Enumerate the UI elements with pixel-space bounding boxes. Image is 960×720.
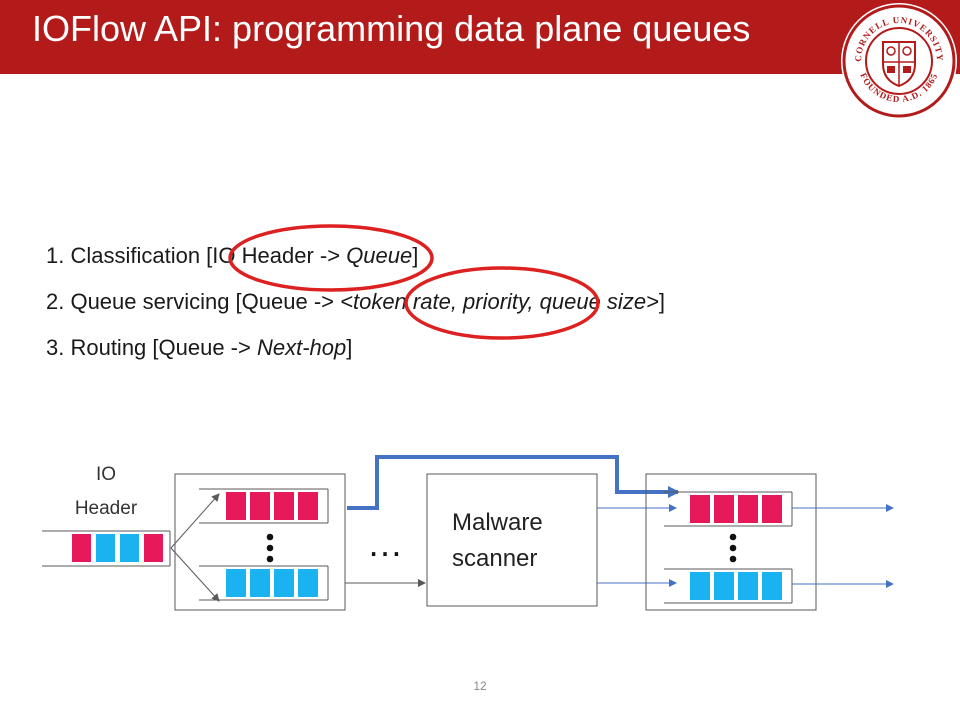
queue-stage-1 <box>174 473 346 611</box>
title-bar: IOFlow API: programming data plane queue… <box>0 0 960 74</box>
slide-title: IOFlow API: programming data plane queue… <box>32 8 751 49</box>
bullet-classification: 1. Classification [IO Header -> Queue] <box>46 243 419 268</box>
stage-ellipsis: … <box>367 523 403 564</box>
queue-2-pink <box>664 491 793 527</box>
bullet-list: 1. Classification [IO Header -> Queue] 2… <box>46 236 665 374</box>
vertical-dots-1 <box>266 533 274 563</box>
malware-scanner-label: Malware <box>452 509 543 536</box>
malware-scanner-box <box>426 473 598 607</box>
classify-arrow-up <box>170 493 220 549</box>
bullet-routing: 3. Routing [Queue -> Next-hop] <box>46 335 353 360</box>
queue-1-blue <box>199 565 329 601</box>
routing-bypass-arrow <box>347 455 680 510</box>
cornell-seal-icon: CORNELL UNIVERSITY FOUNDED A.D. 1865 <box>841 3 957 119</box>
queue-2-blue <box>664 568 793 604</box>
classify-arrow-down <box>170 547 220 602</box>
io-header-queue <box>42 530 171 567</box>
queue-1-pink <box>199 488 329 524</box>
highlight-ellipse-queue <box>228 224 434 292</box>
io-header-label-line2: Header <box>75 498 138 519</box>
queue-stage-2 <box>645 473 817 611</box>
malware-scanner-label-line2: scanner <box>452 545 537 572</box>
vertical-dots-2 <box>729 533 737 563</box>
io-header-label: IO <box>96 464 116 485</box>
bullet-queue-servicing: 2. Queue servicing [Queue -> <token rate… <box>46 289 666 314</box>
highlight-ellipse-queue-params <box>404 266 600 340</box>
slide-number: 12 <box>473 679 487 693</box>
